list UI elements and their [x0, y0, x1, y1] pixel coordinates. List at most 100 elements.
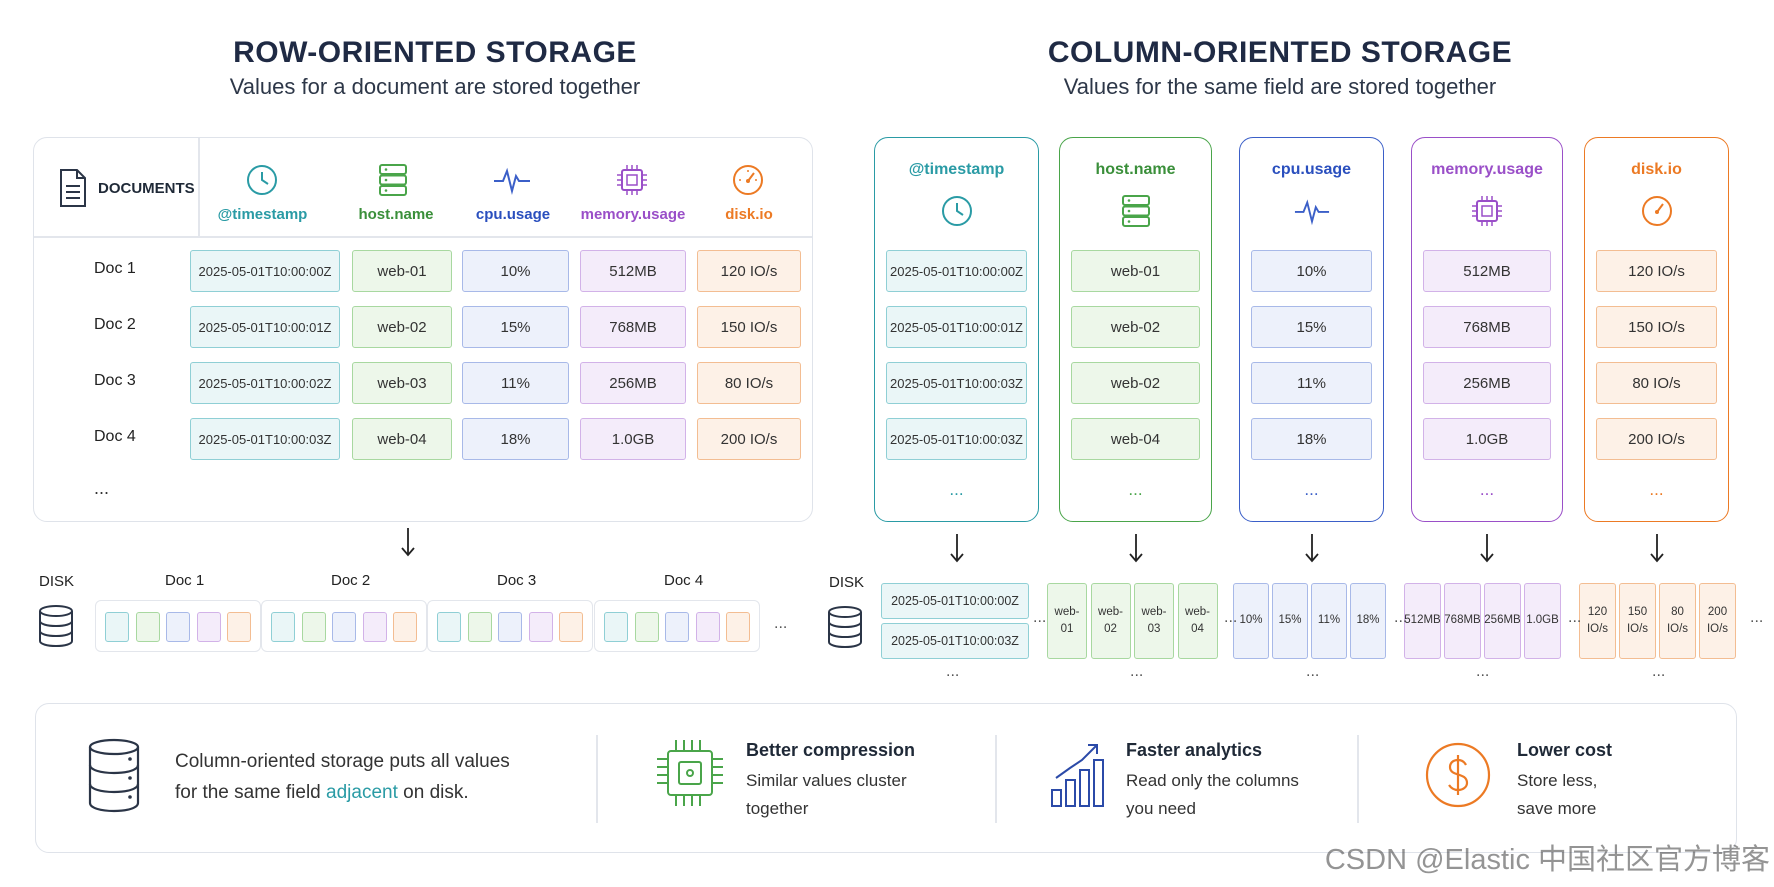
row-value-cell: 2025-05-01T10:00:01Z: [190, 306, 340, 348]
column-value-cell: 11%: [1251, 362, 1372, 404]
database-stack-icon: [86, 738, 142, 814]
disk-field-block: [498, 612, 522, 642]
disk-host-cell: web- 03: [1134, 583, 1174, 659]
column-value-cell: 1.0GB: [1423, 418, 1551, 460]
row-header-memory: memory.usage: [580, 206, 686, 223]
column-header: disk.io: [1631, 161, 1682, 178]
row-value-cell: 512MB: [580, 250, 686, 292]
disk-field-block: [695, 612, 720, 642]
row-subtitle: Values for a document are stored togethe…: [229, 74, 641, 99]
column-arrow-down-icon: [1126, 532, 1146, 564]
row-header-divider: [34, 236, 812, 238]
disk-cpu-cell: 11%: [1311, 583, 1347, 659]
disk-timestamp-more: ...: [946, 663, 960, 680]
benefit-cost-line1: Store less,: [1517, 771, 1598, 790]
row-header-timestamp: @timestamp: [217, 206, 308, 223]
column-value-cell: web-04: [1071, 418, 1200, 460]
column-header: memory.usage: [1431, 161, 1543, 178]
column-value-cell: 15%: [1251, 306, 1372, 348]
disk-io-cell: 120 IO/s: [1579, 583, 1616, 659]
disk-cpu-cell: 10%: [1233, 583, 1269, 659]
doc-label: Doc 1: [94, 260, 136, 277]
benefit-compression-title: Better compression: [746, 740, 916, 760]
row-value-cell: web-03: [352, 362, 452, 404]
row-header-disk: disk.io: [725, 206, 773, 223]
disk-column-more: ...: [1476, 663, 1490, 680]
disk-memory-cell: 512MB: [1404, 583, 1441, 659]
column-more-dots: ...: [1649, 480, 1664, 499]
benefits-divider-2: [995, 735, 997, 823]
row-value-cell: 11%: [462, 362, 569, 404]
gauge-icon: [731, 163, 765, 197]
disk-io-cell: 200 IO/s: [1699, 583, 1736, 659]
disk-memory-cell: 256MB: [1484, 583, 1521, 659]
disk-field-block: [196, 612, 221, 642]
disk-field-block: [362, 612, 387, 642]
disk-field-block: [301, 612, 326, 642]
disk-gap-more: ...: [1033, 609, 1047, 626]
disk-field-block: [227, 612, 251, 642]
column-value-cell: 256MB: [1423, 362, 1551, 404]
benefits-main-line2: for the same field adjacent on disk.: [175, 778, 469, 807]
disk-gap-more: ...: [1224, 609, 1238, 626]
column-value-cell: 512MB: [1423, 250, 1551, 292]
column-disk-label: DISK: [829, 574, 865, 591]
disk-field-block: [332, 612, 356, 642]
pulse-icon: [493, 163, 531, 197]
disk-field-block: [559, 612, 583, 642]
memory-chip-icon: [1469, 194, 1505, 228]
benefits-divider-1: [596, 735, 598, 823]
memory-chip-icon: [614, 163, 650, 197]
column-value-cell: 2025-05-01T10:00:03Z: [886, 418, 1027, 460]
disk-field-block: [271, 612, 295, 642]
watermark: CSDN @Elastic 中国社区官方博客: [1324, 844, 1770, 876]
row-value-cell: 768MB: [580, 306, 686, 348]
row-value-cell: 256MB: [580, 362, 686, 404]
column-value-cell: 768MB: [1423, 306, 1551, 348]
database-icon: [38, 604, 74, 648]
column-value-cell: 80 IO/s: [1596, 362, 1717, 404]
row-value-cell: 2025-05-01T10:00:03Z: [190, 418, 340, 460]
row-header-vdivider: [198, 138, 200, 236]
bar-chart-icon: [1048, 740, 1106, 808]
disk-field-block: [437, 612, 461, 642]
row-value-cell: 200 IO/s: [697, 418, 801, 460]
column-value-cell: 120 IO/s: [1596, 250, 1717, 292]
benefits-main-text-a: for the same field: [175, 782, 327, 803]
row-title: ROW-ORIENTED STORAGE: [233, 36, 637, 69]
row-value-cell: 150 IO/s: [697, 306, 801, 348]
column-value-cell: 10%: [1251, 250, 1372, 292]
disk-cpu-cell: 15%: [1272, 583, 1308, 659]
disk-field-block: [135, 612, 160, 642]
column-arrow-down-icon: [1647, 532, 1667, 564]
clock-icon: [939, 194, 975, 228]
benefit-analytics-title: Faster analytics: [1126, 740, 1263, 760]
disk-field-block: [604, 612, 628, 642]
disk-field-block: [528, 612, 553, 642]
column-subtitle: Values for the same field are stored tog…: [1063, 74, 1497, 99]
disk-host-cell: web- 01: [1047, 583, 1087, 659]
clock-icon: [245, 163, 279, 197]
dollar-icon: [1424, 741, 1492, 809]
column-arrow-down-icon: [947, 532, 967, 564]
column-arrow-down-icon: [1477, 532, 1497, 564]
row-arrow-down-icon: [398, 526, 418, 558]
disk-field-block: [634, 612, 659, 642]
row-value-cell: 2025-05-01T10:00:00Z: [190, 250, 340, 292]
benefit-cost-line2: save more: [1517, 799, 1597, 818]
pulse-icon: [1294, 194, 1330, 228]
disk-field-block: [393, 612, 417, 642]
benefit-compression-line2: together: [746, 799, 809, 818]
row-value-cell: web-01: [352, 250, 452, 292]
column-value-cell: web-02: [1071, 362, 1200, 404]
column-header: cpu.usage: [1271, 161, 1352, 178]
doc-label: Doc 2: [94, 316, 136, 333]
disk-doc-label: Doc 3: [497, 572, 537, 589]
column-database-icon: [827, 605, 863, 649]
disk-doc-label: Doc 2: [331, 572, 371, 589]
disk-field-block: [166, 612, 190, 642]
chip-icon: [654, 737, 726, 809]
disk-doc-label: Doc 1: [165, 572, 205, 589]
row-value-cell: 10%: [462, 250, 569, 292]
column-more-dots: ...: [949, 480, 964, 499]
